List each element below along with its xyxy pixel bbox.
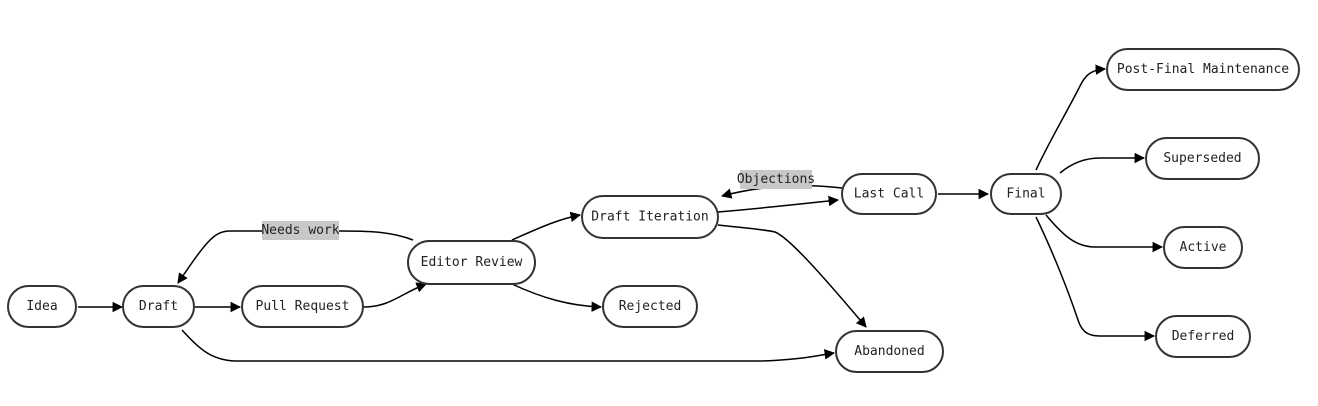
node-abandoned-label: Abandoned (854, 344, 924, 359)
node-post-final-maintenance[interactable]: Post-Final Maintenance (1106, 48, 1300, 91)
edge-final-active (1045, 214, 1164, 253)
node-draft-label: Draft (139, 299, 178, 314)
edge-final-post-final-maintenance (1035, 64, 1107, 171)
node-last-call[interactable]: Last Call (841, 173, 937, 215)
node-draft-iteration-label: Draft Iteration (591, 210, 708, 225)
node-active-label: Active (1180, 240, 1227, 255)
edge-editor-review-draft-iteration (511, 211, 582, 241)
node-deferred-label: Deferred (1172, 329, 1235, 344)
node-rejected[interactable]: Rejected (602, 285, 698, 328)
node-idea-label: Idea (26, 299, 57, 314)
node-last-call-label: Last Call (854, 187, 924, 202)
edges (78, 64, 1164, 362)
node-final-label: Final (1006, 187, 1045, 202)
node-rejected-label: Rejected (619, 299, 682, 314)
edge-draft-iteration-abandoned (717, 224, 867, 328)
edge-editor-review-rejected (511, 283, 603, 312)
edge-pull-request-editor-review (362, 282, 427, 308)
node-editor-review[interactable]: Editor Review (407, 240, 536, 285)
node-idea[interactable]: Idea (7, 285, 77, 328)
node-pull-request-label: Pull Request (256, 299, 350, 314)
edge-draft-iteration-last-call (717, 195, 840, 213)
node-abandoned[interactable]: Abandoned (835, 330, 944, 373)
edge-label-objections: Objections (737, 170, 815, 189)
node-final[interactable]: Final (990, 173, 1062, 215)
node-superseded-label: Superseded (1163, 151, 1241, 166)
edge-label-needs-work-text: Needs work (261, 223, 339, 238)
node-draft[interactable]: Draft (122, 285, 195, 328)
node-superseded[interactable]: Superseded (1145, 137, 1260, 180)
edge-draft-abandoned (181, 329, 836, 362)
node-editor-review-label: Editor Review (421, 255, 523, 270)
node-post-final-maintenance-label: Post-Final Maintenance (1117, 62, 1289, 77)
node-deferred[interactable]: Deferred (1155, 315, 1251, 358)
edge-label-objections-text: Objections (737, 172, 815, 187)
node-draft-iteration[interactable]: Draft Iteration (581, 195, 719, 239)
edge-final-superseded (1059, 152, 1146, 174)
edge-label-needs-work: Needs work (261, 221, 340, 240)
node-active[interactable]: Active (1163, 226, 1243, 269)
edge-final-deferred (1035, 216, 1156, 342)
node-pull-request[interactable]: Pull Request (241, 285, 364, 328)
